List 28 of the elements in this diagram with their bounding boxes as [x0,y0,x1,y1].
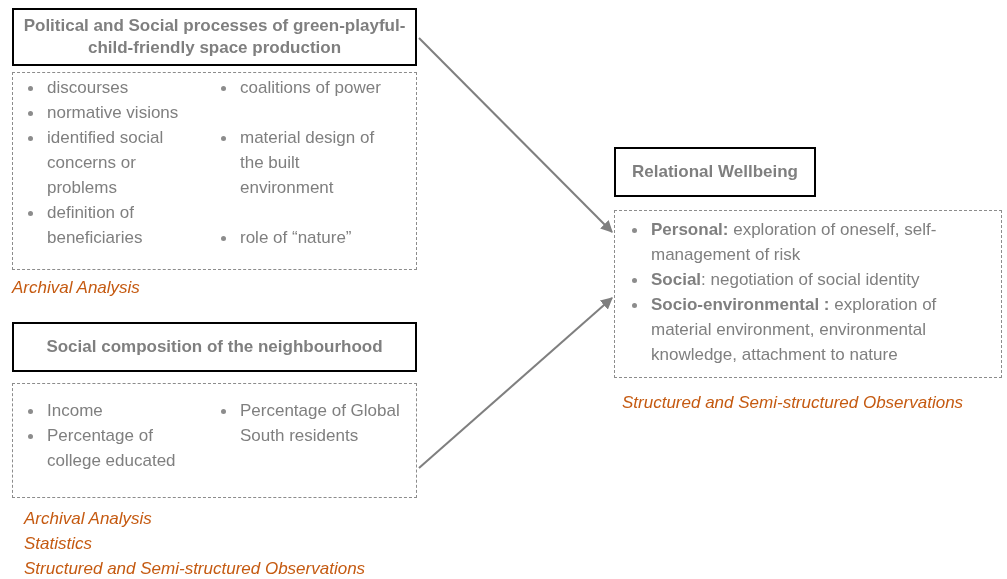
method-note: Structured and Semi-structured Observations [24,558,366,579]
bullet-item: Personal: exploration of oneself, self-management of risk [651,220,937,264]
bullet-item: material design of the built environment [240,128,375,197]
dashed-list-box [12,383,417,498]
heading-box [12,8,417,66]
dashed-list-box [614,210,1002,378]
heading-text: Relational Wellbeing [632,161,798,183]
method-note: Structured and Semi-structured Observations [622,392,964,414]
arrow [418,37,613,233]
arrow [418,297,613,469]
heading-box [12,322,417,372]
heading-box [614,147,816,197]
heading-text: Social composition of the neighbourhood [46,336,383,358]
method-note: Statistics [24,533,93,555]
heading-text: Political and Social processes of green-playful-child-friendly space production [22,15,407,59]
bullet-item: role of “nature” [240,228,352,247]
bullet-item: coalitions of power [240,78,381,97]
bullet-item: Percentage of Global South residents [240,401,400,445]
bullet-item: Income [47,401,103,420]
bullet-item: discourses [47,78,129,97]
bullet-item: Social: negotiation of social identity [651,270,920,289]
bullet-item: Percentage of college educated [47,426,176,470]
method-note: Archival Analysis [24,508,152,530]
dashed-list-box [12,72,417,270]
method-note: Archival Analysis [12,277,140,299]
bullet-item: definition of beneficiaries [47,203,143,247]
bullet-item: normative visions [47,103,179,122]
bullet-item: Socio-environmental : exploration of material environment, environmental knowledge, attachment to nature [651,295,937,364]
